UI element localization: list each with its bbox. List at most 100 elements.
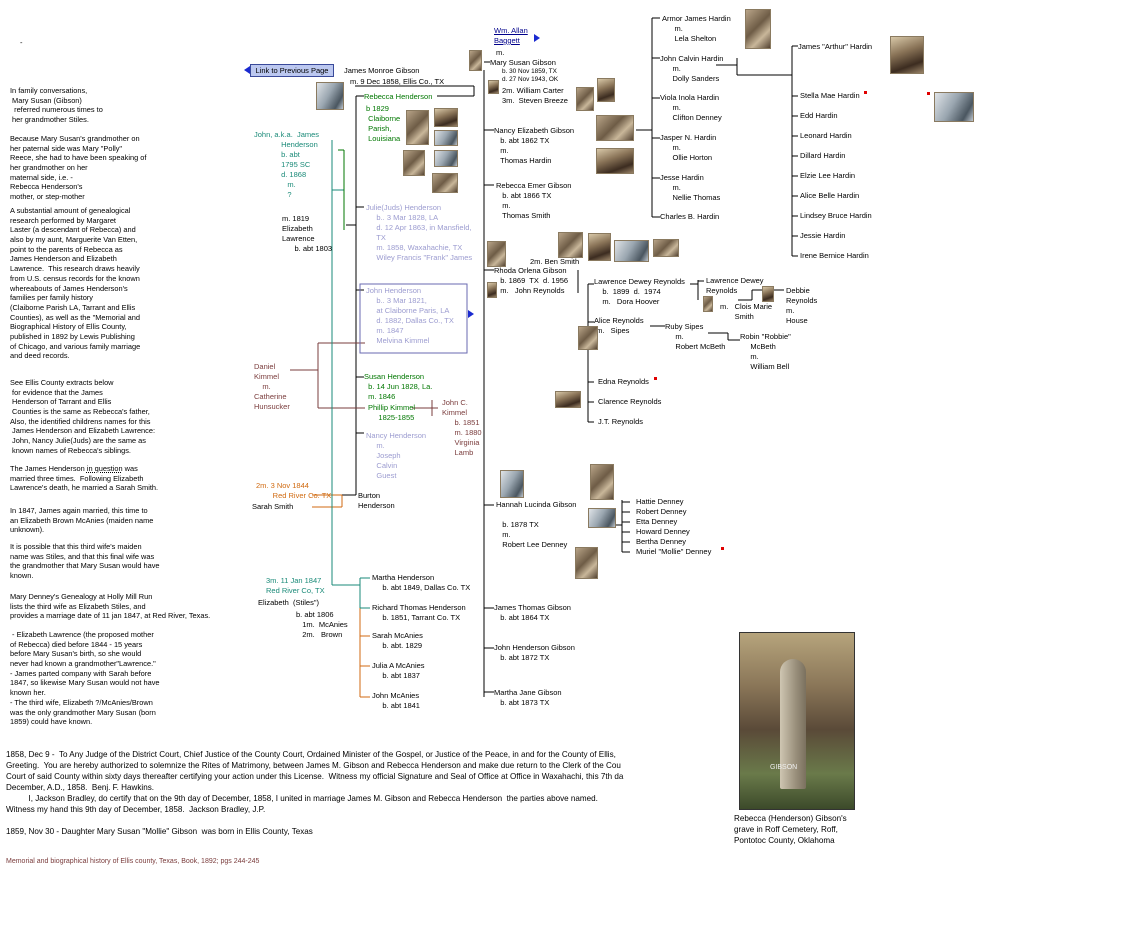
photo-rebecca-1[interactable] [406, 110, 429, 145]
robin-mcbeth: Robin "Robbie" McBeth m. William Bell [740, 332, 791, 371]
photo-rebecca-emer[interactable] [487, 241, 506, 267]
narrative-paragraph-2: Because Mary Susan's grandmother on her … [10, 134, 147, 202]
alice-reynolds: Alice Reynolds m. Sipes [594, 316, 644, 335]
daniel-kimmel: Daniel Kimmel m. Catherine Hunsucker [254, 362, 290, 411]
edd-hardin: Edd Hardin [800, 111, 838, 120]
rebecca-emer-gibson: Rebecca Emer Gibson b. abt 1866 TX m. Th… [496, 181, 572, 220]
mary-susan-marriages: 2m. William Carter 3m. Steven Breeze [502, 86, 568, 105]
photo-denney-3[interactable] [575, 547, 598, 579]
photo-ben-smith-4[interactable] [653, 239, 679, 257]
photo-ben-smith-1[interactable] [558, 232, 583, 258]
stella-marker-icon [864, 91, 867, 94]
photo-nancy-2[interactable] [596, 148, 634, 174]
julia-mcanies: Julia A McAnies b. abt 1837 [372, 661, 425, 680]
narrative-paragraph-4: See Ellis County extracts below for evid… [10, 378, 156, 455]
narrative-paragraph-8: Mary Denney's Genealogy at Holly Mill Ru… [10, 592, 211, 621]
phillip-kimmel: Phillip Kimmel 1825-1855 [368, 403, 416, 422]
martha-henderson: Martha Henderson b. abt 1849, Dallas Co.… [372, 573, 471, 592]
link-previous-page-button[interactable]: Link to Previous Page [250, 64, 334, 77]
clois-marie-smith: m. Clois Marie Smith [720, 302, 773, 321]
forward-arrow-icon[interactable] [534, 34, 540, 42]
photo-clarence[interactable] [555, 391, 581, 408]
gravestone-text: GIBSON [770, 764, 798, 771]
photo-nancy-1[interactable] [596, 115, 634, 141]
susan-henderson: Susan Henderson b. 14 Jun 1828, La. m. 1… [364, 372, 433, 401]
john-aka-james-henderson: John, a.k.a. James Henderson b. abt 1795… [254, 130, 320, 199]
elzie-hardin: Elzie Lee Hardin [800, 171, 856, 180]
jt-reynolds: J.T. Reynolds [598, 417, 644, 426]
dillard-hardin: Dillard Hardin [800, 151, 846, 160]
irene-hardin: Irene Bernice Hardin [800, 251, 869, 260]
martha-jane-gibson: Martha Jane Gibson b. abt 1873 TX [494, 688, 562, 707]
photo-rebecca-3[interactable] [434, 130, 458, 146]
alice-belle-hardin: Alice Belle Hardin [800, 191, 860, 200]
gravestone-shape [780, 659, 806, 789]
photo-ben-smith-2[interactable] [588, 233, 611, 261]
lindsey-hardin: Lindsey Bruce Hardin [800, 211, 872, 220]
photo-ben-smith-3[interactable] [614, 240, 649, 262]
wm-allan-baggett-link[interactable]: Wm. Allan Baggett [494, 26, 528, 45]
grave-photo[interactable]: GIBSON [739, 632, 855, 810]
photo-lawrence-dewey[interactable] [703, 296, 713, 312]
edna-marker-icon [654, 377, 657, 380]
john-henderson-arrow-icon[interactable] [468, 310, 474, 318]
john-c-kimmel: John C. Kimmel b. 1851 m. 1880 Virginia … [442, 398, 482, 457]
nancy-henderson: Nancy Henderson m. Joseph Calvin Guest [366, 431, 427, 480]
mary-susan-gibson: Mary Susan Gibson [490, 58, 556, 67]
hannah-lucinda-gibson: Hannah Lucinda Gibson b. 1878 TX m. Robe… [496, 500, 577, 549]
photo-rhoda[interactable] [487, 282, 497, 298]
armor-james-hardin: Armor James Hardin m. Lela Shelton [662, 14, 731, 43]
ben-smith: 2m. Ben Smith [530, 257, 580, 266]
etta-denney: Etta Denney [636, 517, 678, 526]
clarence-reynolds: Clarence Reynolds [598, 397, 662, 406]
source-citation: Memorial and biographical history of Ell… [6, 858, 260, 865]
charles-hardin: Charles B. Hardin [660, 212, 720, 221]
ruby-sipes: Ruby Sipes m. Robert McBeth [665, 322, 726, 351]
julie-henderson: Julie(Juds) Henderson b.. 3 Mar 1828, LA… [366, 203, 473, 262]
muriel-denney: Muriel "Mollie" Denney [636, 547, 712, 556]
photo-rebecca-4[interactable] [403, 150, 425, 176]
photo-rebecca-6[interactable] [432, 173, 458, 193]
john-calvin-hardin: John Calvin Hardin m. Dolly Sanders [660, 54, 724, 83]
photo-denney-1[interactable] [590, 464, 614, 500]
lawrence-dewey-reynolds-jr: Lawrence Dewey Reynolds [706, 276, 764, 295]
narrative-paragraph-6: In 1847, James again married, this time … [10, 506, 154, 535]
photo-denney-2[interactable] [588, 508, 616, 528]
arthur-hardin: James "Arthur" Hardin [798, 42, 873, 51]
hattie-denney: Hattie Denney [636, 497, 684, 506]
photo-clois[interactable] [762, 286, 774, 302]
viola-inola-hardin: Viola Inola Hardin m. Clifton Denney [660, 93, 722, 122]
birth-record-text: 1859, Nov 30 - Daughter Mary Susan "Moll… [6, 827, 313, 836]
photo-stella[interactable] [934, 92, 974, 122]
back-arrow-icon[interactable] [244, 66, 250, 74]
narrative-paragraph-5: The James Henderson in question was marr… [10, 464, 159, 493]
john-henderson-gibson: John Henderson Gibson b. abt 1872 TX [494, 643, 575, 662]
photo-mary-susan-3[interactable] [576, 87, 594, 111]
stella-mae-hardin: Stella Mae Hardin [800, 91, 860, 100]
page-dash: - [20, 38, 23, 47]
photo-rebecca-2[interactable] [434, 108, 458, 127]
photo-hannah[interactable] [500, 470, 524, 498]
burton-henderson: Burton Henderson [358, 491, 395, 510]
james-thomas-gibson: James Thomas Gibson b. abt 1864 TX [494, 603, 571, 622]
narrative-paragraph-7: It is possible that this third wife's ma… [10, 542, 160, 581]
rebecca-birth: b 1829 Claiborne Parish, Louisiana [366, 104, 401, 143]
photo-mary-susan-2[interactable] [488, 80, 499, 94]
photo-rebecca-5[interactable] [434, 150, 458, 167]
elizabeth-lawrence-marriage: m. 1819 Elizabeth Lawrence b. abt 1803 [282, 214, 333, 253]
robert-denney: Robert Denney [636, 507, 687, 516]
elizabeth-marriage: 3m. 11 Jan 1847 Red River Co, TX [266, 576, 325, 595]
marriage-document-thumbnail[interactable] [316, 82, 344, 110]
howard-denney: Howard Denney [636, 527, 690, 536]
photo-mary-susan-4[interactable] [597, 78, 615, 102]
sarah-smith-marriage: 2m. 3 Nov 1844 Red River Co. TX [256, 481, 332, 500]
richard-thomas-henderson: Richard Thomas Henderson b. 1851, Tarran… [372, 603, 466, 622]
jasper-hardin: Jasper N. Hardin m. Ollie Horton [660, 133, 717, 162]
photo-mary-susan-1[interactable] [469, 50, 482, 71]
sarah-smith: Sarah Smith [252, 502, 294, 511]
photo-armor[interactable] [745, 9, 771, 49]
photo-arthur[interactable] [890, 36, 924, 74]
bertha-denney: Bertha Denney [636, 537, 687, 546]
debbie-reynolds: Debbie Reynolds m. House [786, 286, 818, 325]
photo-alice-reynolds[interactable] [578, 326, 598, 350]
